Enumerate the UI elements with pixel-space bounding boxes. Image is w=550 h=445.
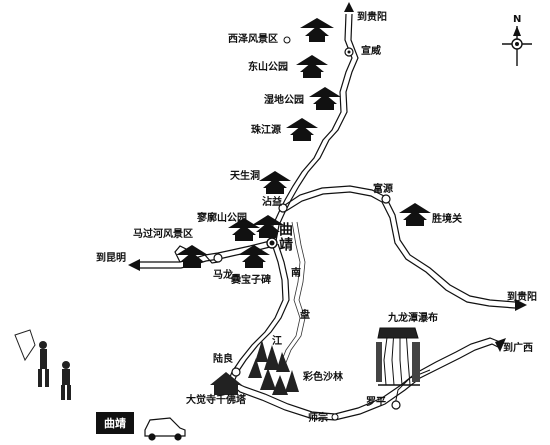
label-luoping: 罗平 (366, 397, 386, 408)
label-to-guiyang-right: 到贵阳 (507, 292, 537, 303)
river-char-2: 盘 (300, 310, 310, 321)
marker-shizong (331, 413, 339, 421)
label-to-kunming: 到昆明 (96, 253, 126, 264)
marker-fuyuan (381, 194, 391, 204)
label-caisesha: 彩色沙林 (303, 372, 343, 383)
arrow-guiyang-top (344, 2, 354, 12)
label-qujing: 曲靖 (277, 222, 293, 252)
label-malong: 马龙 (213, 270, 233, 281)
road-southeast (227, 337, 501, 421)
compass-label: N (513, 14, 522, 25)
marker-luoping (391, 400, 401, 410)
river-char-3: 江 (272, 336, 282, 347)
pagoda-icon (176, 245, 208, 268)
temple-illustration (210, 372, 242, 395)
label-cuanbaozi: 爨宝子碑 (231, 275, 271, 286)
pagoda-icon (286, 118, 318, 141)
label-tianshengdong: 天生洞 (230, 171, 260, 182)
marker-qujing (266, 237, 278, 249)
label-to-guangxi: 到广西 (503, 343, 533, 354)
label-luliang: 陆良 (213, 354, 233, 365)
label-zhanyi: 沾益 (262, 197, 282, 208)
pagoda-icon (238, 245, 270, 268)
pagoda-icon (296, 55, 328, 78)
pagoda-icon (309, 87, 341, 110)
label-zhujiangyuan: 珠江源 (251, 125, 281, 136)
label-jiulongtan: 九龙潭瀑布 (388, 313, 438, 324)
pagoda-icon (259, 171, 291, 194)
label-xuanwei: 宣威 (361, 46, 381, 57)
marker-xuanwei (344, 47, 354, 57)
arrow-kunming (128, 259, 140, 271)
river-nanpanjiang (279, 221, 306, 366)
traveler-illustration (14, 329, 71, 400)
road-luliang (231, 243, 290, 373)
label-fuyuan: 富源 (373, 184, 393, 195)
pagoda-icon (228, 218, 260, 241)
label-xize: 西泽风景区 (228, 34, 278, 45)
car-icon (144, 417, 186, 441)
pagoda-icon (399, 203, 431, 226)
arrow-guiyang-right (515, 299, 527, 311)
arrow-guangxi (495, 338, 506, 352)
label-to-guiyang-top: 到贵阳 (357, 12, 387, 23)
marker-malong (213, 253, 223, 263)
label-dajuesi: 大觉寺千佛塔 (186, 395, 246, 406)
label-shizong: 师宗 (308, 413, 328, 424)
stone-forest-illustration (248, 340, 299, 395)
compass-rose: N (500, 14, 534, 68)
pagoda-icon (300, 18, 334, 42)
waterfall-illustration (376, 327, 420, 386)
label-maguohe: 马过河风景区 (133, 229, 193, 240)
marker-xize (283, 36, 291, 44)
pagoda-icon (252, 215, 284, 238)
label-shidi: 湿地公园 (264, 95, 304, 106)
legend-qujing: 曲靖 (96, 412, 134, 434)
label-dongshan: 东山公园 (248, 62, 288, 73)
marker-zhanyi (278, 203, 288, 213)
label-liaokuoshan: 寥廓山公园 (197, 213, 247, 224)
label-shengjingguan: 胜境关 (432, 214, 462, 225)
road-fuyuan (284, 185, 516, 309)
marker-luliang (231, 367, 241, 377)
river-char-1: 南 (291, 268, 301, 279)
